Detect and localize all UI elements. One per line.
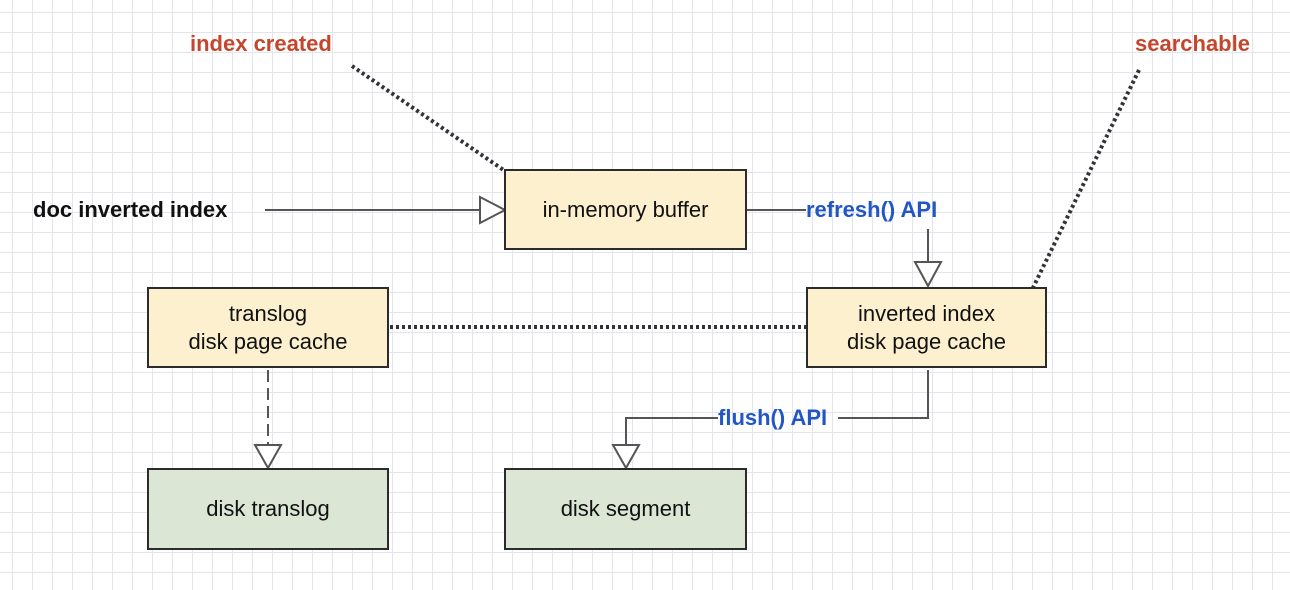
inverted-index-disk-page-cache-box: inverted index disk page cache bbox=[806, 287, 1047, 368]
flush-arrowhead bbox=[611, 444, 641, 471]
searchable-label: searchable bbox=[1135, 31, 1250, 56]
doc-to-buffer-arrowhead bbox=[479, 195, 508, 225]
inverted-cache-line2: disk page cache bbox=[847, 328, 1006, 354]
flush-connector-left bbox=[625, 417, 718, 445]
refresh-api-label: refresh() API bbox=[806, 197, 938, 222]
inverted-cache-line1: inverted index bbox=[858, 300, 995, 326]
translog-cache-line2: disk page cache bbox=[188, 328, 348, 354]
in-memory-buffer-box: in-memory buffer bbox=[504, 169, 747, 250]
disk-segment-label: disk segment bbox=[560, 496, 691, 521]
doc-inverted-index-label: doc inverted index bbox=[33, 197, 228, 222]
searchable-pointer bbox=[1026, 69, 1141, 299]
disk-segment-box: disk segment bbox=[504, 468, 747, 550]
flush-api-label: flush() API bbox=[718, 405, 828, 430]
refresh-arrowhead bbox=[913, 261, 943, 289]
in-memory-buffer-label: in-memory buffer bbox=[542, 196, 709, 222]
index-created-label: index created bbox=[190, 31, 332, 56]
translog-cache-line1: translog bbox=[228, 300, 308, 326]
translog-disk-page-cache-box: translog disk page cache bbox=[147, 287, 389, 368]
disk-translog-label: disk translog bbox=[206, 496, 330, 521]
flush-connector-right bbox=[838, 370, 929, 419]
translog-arrowhead bbox=[253, 444, 283, 471]
index-created-pointer bbox=[350, 64, 542, 197]
disk-translog-box: disk translog bbox=[147, 468, 389, 550]
